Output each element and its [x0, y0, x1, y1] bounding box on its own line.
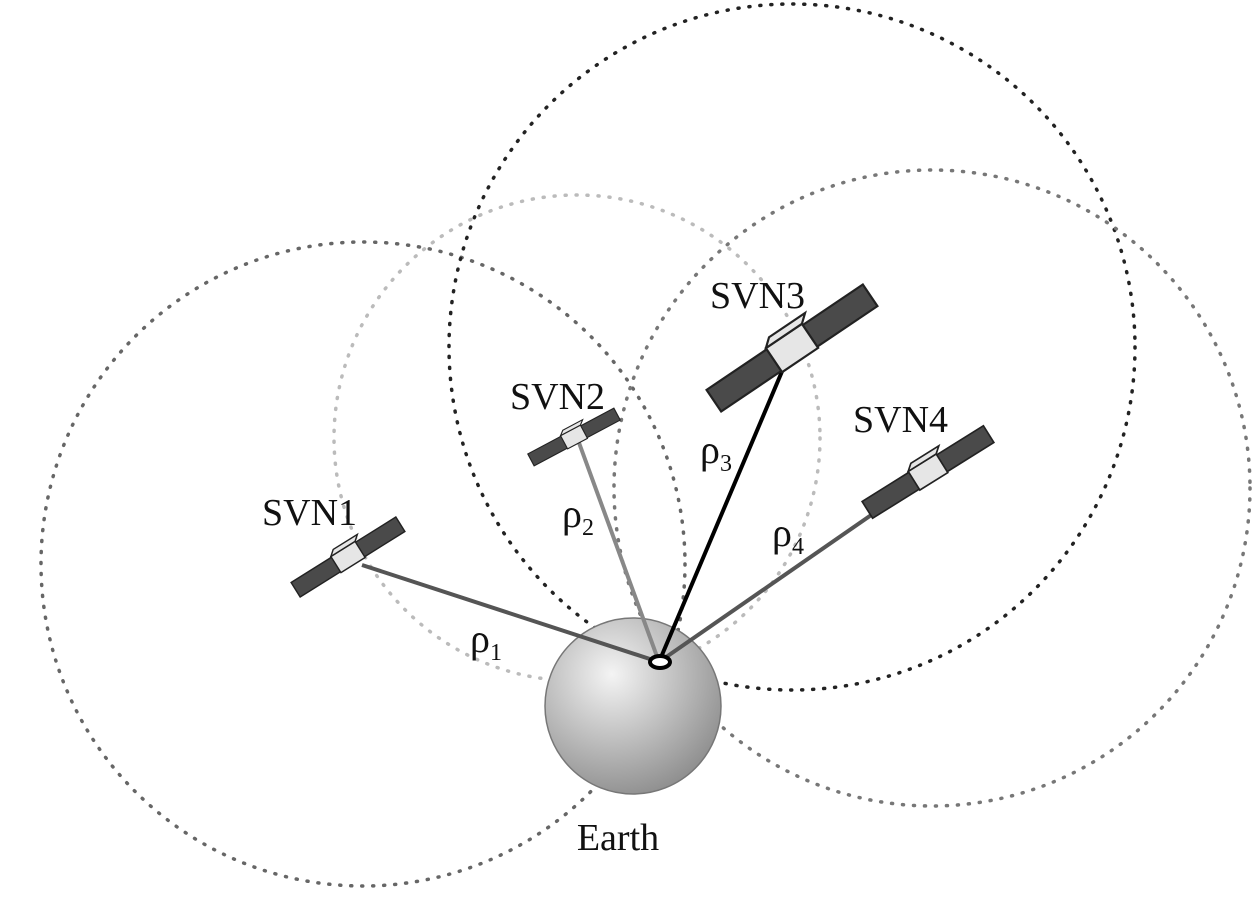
rho-symbol: ρ [772, 510, 792, 555]
satellite-label-svn1: SVN1 [262, 492, 357, 534]
satellite-labels: SVN1 SVN2 SVN3 SVN4 [262, 275, 948, 534]
range-sphere-svn1 [39, 240, 687, 888]
satellite-svn1 [290, 516, 406, 598]
range-line-svn1 [361, 563, 660, 664]
range-label-rho4: ρ4 [772, 510, 804, 560]
range-label-rho1: ρ1 [470, 616, 502, 666]
range-sphere-svn3 [447, 2, 1137, 692]
earth-globe [544, 617, 722, 795]
rho-subscript: 3 [720, 451, 732, 477]
range-label-rho2: ρ2 [562, 491, 594, 541]
earth: Earth [544, 617, 722, 859]
satellite-svn4 [860, 424, 996, 520]
satellite-svn2 [527, 407, 621, 467]
range-line-svn2 [576, 439, 661, 663]
satellite-label-svn3: SVN3 [710, 275, 805, 317]
satellite-body-top [329, 532, 359, 559]
satellite-body-top [906, 443, 941, 474]
range-labels: ρ1 ρ2 ρ3 ρ4 [470, 427, 804, 666]
range-line-svn3 [657, 361, 788, 663]
rho-symbol: ρ [700, 427, 720, 472]
satellite-svn3 [705, 282, 879, 414]
rho-symbol: ρ [562, 491, 582, 536]
rho-subscript: 2 [582, 515, 594, 541]
satellite-label-svn2: SVN2 [510, 376, 605, 418]
rho-subscript: 4 [792, 534, 804, 560]
satellite-label-svn4: SVN4 [853, 399, 948, 441]
range-sphere-svn2 [332, 193, 822, 683]
range-sphere-svn4 [612, 168, 1252, 808]
rho-subscript: 1 [490, 640, 502, 666]
satellite-body-top [763, 310, 807, 351]
range-spheres [39, 2, 1252, 888]
satellite-body-top [559, 418, 584, 437]
receiver-marker [648, 654, 672, 670]
range-label-rho3: ρ3 [700, 427, 732, 477]
earth-label: Earth [577, 817, 659, 859]
rho-symbol: ρ [470, 616, 490, 661]
